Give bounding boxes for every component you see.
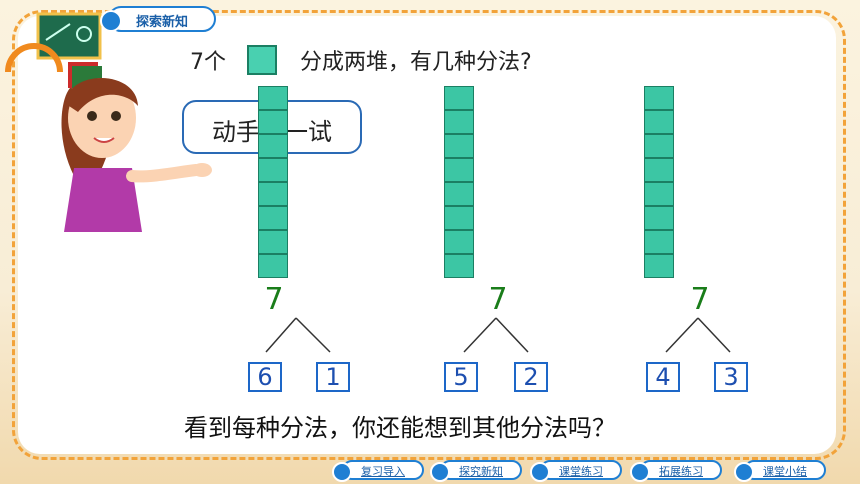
nav-bullet-icon xyxy=(630,462,650,482)
cube xyxy=(644,206,674,230)
cube xyxy=(644,134,674,158)
nav-label: 复习导入 xyxy=(361,465,405,478)
nav-label: 课堂练习 xyxy=(559,465,603,478)
cube xyxy=(258,230,288,254)
cube xyxy=(644,230,674,254)
nav-label: 拓展练习 xyxy=(659,465,703,478)
nav-label: 探究新知 xyxy=(459,465,503,478)
nav-bullet-icon xyxy=(430,462,450,482)
cube-stack-3 xyxy=(644,86,674,278)
cube xyxy=(644,182,674,206)
cube xyxy=(258,134,288,158)
white-board xyxy=(18,16,836,454)
cube-stack-2 xyxy=(444,86,474,278)
teacher-illustration xyxy=(61,78,212,232)
cube xyxy=(258,206,288,230)
part-right: 2 xyxy=(514,362,548,392)
bottom-question: 看到每种分法，你还能想到其他分法吗？ xyxy=(184,414,616,442)
cube-icon xyxy=(247,45,277,75)
cube xyxy=(644,86,674,110)
section-tag-label: 探索新知 xyxy=(135,15,188,30)
total-number: 7 xyxy=(488,282,508,317)
nav-practice-button[interactable]: 课堂练习 xyxy=(530,460,622,482)
cube-stack-1 xyxy=(258,86,288,278)
hair xyxy=(66,78,138,112)
part-right: 3 xyxy=(714,362,748,392)
nav-bullet-icon xyxy=(332,462,352,482)
cube xyxy=(258,254,288,278)
part-right: 1 xyxy=(316,362,350,392)
part-left: 4 xyxy=(646,362,680,392)
cube xyxy=(444,230,474,254)
nav-bullet-icon xyxy=(734,462,754,482)
cube xyxy=(444,158,474,182)
cube xyxy=(444,254,474,278)
cube xyxy=(644,254,674,278)
question-suffix: 分成两堆，有几种分法? xyxy=(300,50,532,75)
nav-bullet-icon xyxy=(530,462,550,482)
question-prefix: 7个 xyxy=(190,50,226,75)
nav-summary-button[interactable]: 课堂小结 xyxy=(734,460,826,482)
cube xyxy=(444,86,474,110)
cube xyxy=(258,86,288,110)
cube xyxy=(258,182,288,206)
cube xyxy=(444,110,474,134)
cube xyxy=(444,134,474,158)
cube xyxy=(644,158,674,182)
nav-review-button[interactable]: 复习导入 xyxy=(332,460,424,482)
cube xyxy=(444,206,474,230)
dress xyxy=(64,168,142,232)
nav-extension-button[interactable]: 拓展练习 xyxy=(630,460,722,482)
part-left: 5 xyxy=(444,362,478,392)
part-left: 6 xyxy=(248,362,282,392)
section-tag[interactable]: 探索新知 xyxy=(100,6,216,32)
total-number: 7 xyxy=(264,282,284,317)
cube xyxy=(644,110,674,134)
tag-bullet-icon xyxy=(100,10,122,32)
dashed-border xyxy=(12,10,846,460)
cube xyxy=(258,158,288,182)
nav-label: 课堂小结 xyxy=(763,465,807,478)
cube xyxy=(258,110,288,134)
protractor-icon xyxy=(5,43,63,73)
nav-explore-button[interactable]: 探究新知 xyxy=(430,460,522,482)
question: 7个 分成两堆，有几种分法? xyxy=(190,44,532,76)
total-number: 7 xyxy=(690,282,710,317)
cube xyxy=(444,182,474,206)
